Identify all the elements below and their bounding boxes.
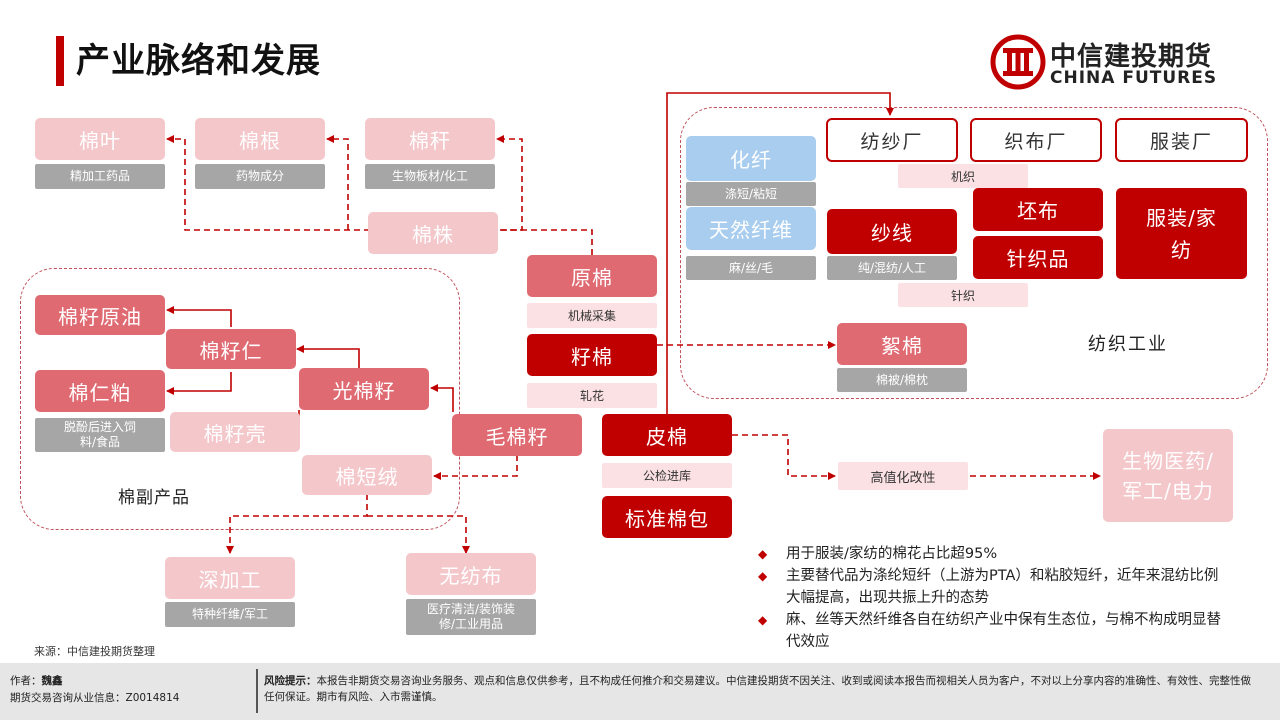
node-cottonseed-meal: 棉仁粕 [35,370,165,412]
label-high-value-modification: 高值化改性 [838,462,968,490]
node-seed-cotton: 籽棉 [527,334,657,376]
page-title: 产业脉络和发展 [76,41,321,81]
citic-logo-icon [990,34,1046,90]
logo-cn: 中信建投期货 [1050,42,1213,72]
node-biomedicine-military-power: 生物医药/军工/电力 [1103,429,1233,522]
node-cotton-linter: 棉短绒 [302,455,432,495]
textile-region [680,107,1268,399]
logo-en: CHINA FUTURES [1050,68,1218,88]
header-weaving-mill: 织布厂 [970,118,1102,162]
node-cotton-leaf: 棉叶 [35,118,165,160]
header-garment-factory: 服装厂 [1115,118,1248,162]
node-natural-fiber: 天然纤维 [686,207,816,250]
label-woven: 机织 [898,164,1028,188]
label-cottonseed-meal: 脱酚后进入饲料/食品 [35,418,165,452]
risk-disclaimer: 风险提示：本报告非期货交易咨询业务服务、观点和信息仅供参考，且不构成任何推介和交… [264,675,1251,703]
textile-region-label: 纺织工业 [1088,334,1168,355]
label-cotton-leaf: 精加工药品 [35,164,165,189]
label-cotton-root: 药物成分 [195,164,325,189]
node-delinted-seed: 光棉籽 [299,368,429,410]
label-natural-fiber: 麻/丝/毛 [686,256,816,280]
key-point: ◆麻、丝等天然纤维各自在纺织产业中保有生态位，与棉不构成明显替代效应 [758,609,1228,653]
source-note: 来源：中信建投期货整理 [34,645,155,658]
license-line: 期货交易咨询从业信息：Z0014814 [10,692,180,704]
node-cottonseed-kernel: 棉籽仁 [166,329,296,369]
node-lint-cotton: 皮棉 [602,414,732,456]
label-yarn: 纯/混纺/人工 [827,256,957,280]
key-point: ◆主要替代品为涤纶短纤（上游为PTA）和粘胶短纤，近年来混纺比例大幅提高，出现共… [758,565,1228,609]
node-chemical-fiber: 化纤 [686,136,816,181]
diamond-bullet-icon: ◆ [758,547,768,561]
diamond-bullet-icon: ◆ [758,613,768,627]
node-nonwoven: 无纺布 [406,553,536,595]
header-spinning-mill: 纺纱厂 [826,118,958,162]
node-grey-fabric: 坯布 [973,188,1103,231]
title-accent-bar [56,36,64,86]
node-knitwear: 针织品 [973,236,1103,279]
label-wadding: 棉被/棉枕 [837,368,967,392]
node-standard-bale: 标准棉包 [602,496,732,538]
footer-divider [256,669,258,713]
label-knitted: 针织 [898,283,1028,307]
node-yarn: 纱线 [827,209,957,254]
byproducts-region-label: 棉副产品 [118,488,190,508]
node-fuzzy-cottonseed: 毛棉籽 [452,414,582,456]
label-deep-processing: 特种纤维/军工 [165,602,295,627]
label-raw-cotton: 机械采集 [527,303,657,328]
footer-bar: 作者：魏鑫 期货交易咨询从业信息：Z0014814 风险提示：本报告非期货交易咨… [0,663,1280,720]
author-line: 作者：魏鑫 [10,675,63,687]
node-apparel-home-textiles: 服装/家纺 [1116,188,1247,279]
label-lint-cotton: 公检进库 [602,463,732,488]
label-seed-cotton: 轧花 [527,383,657,408]
node-wadding: 絮棉 [837,323,967,365]
node-cotton-stalk: 棉秆 [365,118,495,160]
key-points: ◆用于服装/家纺的棉花占比超95% ◆主要替代品为涤纶短纤（上游为PTA）和粘胶… [758,543,1228,653]
byproducts-region [20,268,460,530]
author-name: 魏鑫 [41,675,63,687]
node-cotton-root: 棉根 [195,118,325,160]
node-cottonseed-crude-oil: 棉籽原油 [35,295,165,335]
key-point: ◆用于服装/家纺的棉花占比超95% [758,543,1228,565]
node-cottonseed-hull: 棉籽壳 [170,412,300,452]
node-cotton-plant: 棉株 [368,212,498,254]
label-nonwoven: 医疗清洁/装饰装修/工业用品 [406,599,536,635]
label-chemical-fiber: 涤短/粘短 [686,182,816,206]
company-logo: 中信建投期货 CHINA FUTURES [990,34,1230,90]
diamond-bullet-icon: ◆ [758,569,768,583]
node-deep-processing: 深加工 [165,557,295,599]
node-raw-cotton: 原棉 [527,255,657,297]
label-cotton-stalk: 生物板材/化工 [365,164,495,189]
